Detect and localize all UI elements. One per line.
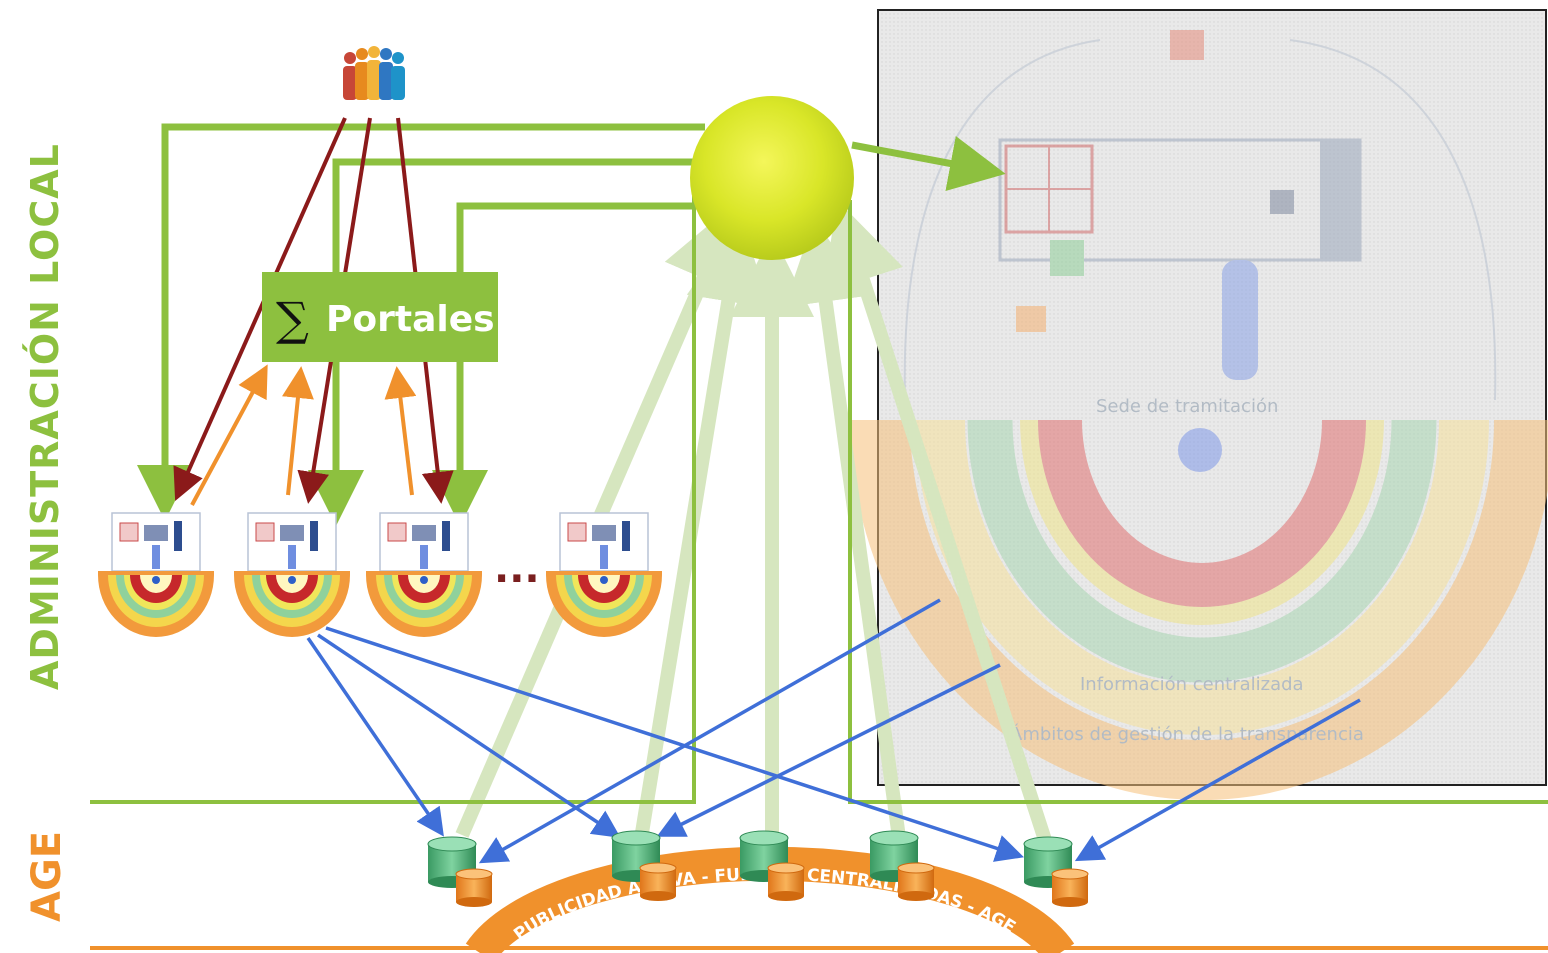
database-icon: [1023, 836, 1089, 907]
database-icon: [739, 830, 805, 901]
sigma-symbol: ∑: [276, 292, 309, 346]
database-icon: [427, 836, 493, 907]
database-icon: [869, 830, 935, 901]
portal-ellipsis: ···: [494, 556, 540, 602]
portal-mini-1: [98, 512, 214, 637]
portal-detail-overlay: Sede de tramitación Información centrali…: [850, 9, 1548, 800]
data-flow-arrows: [306, 598, 1361, 864]
green-connectors: [90, 123, 1548, 804]
age-label: AGE: [24, 831, 70, 922]
database-icon: [611, 830, 677, 901]
sede-label: Sede de tramitación: [1096, 396, 1278, 417]
ring-outer-label: Ámbitos de gestión de la transparencia: [1010, 723, 1364, 745]
portal-up-arrows: [190, 364, 417, 506]
ring-inner-label: Información centralizada: [1080, 674, 1304, 695]
central-sun-icon: [690, 96, 854, 260]
administracion-local-label: ADMINISTRACIÓN LOCAL: [23, 143, 67, 690]
portales-label: Portales: [326, 299, 495, 340]
people-icon: [343, 46, 405, 100]
portal-mini-4: [546, 512, 662, 637]
portales-box: ∑ Portales: [262, 272, 498, 362]
portal-mini-2: [234, 512, 350, 637]
portal-mini-3: [366, 512, 482, 637]
